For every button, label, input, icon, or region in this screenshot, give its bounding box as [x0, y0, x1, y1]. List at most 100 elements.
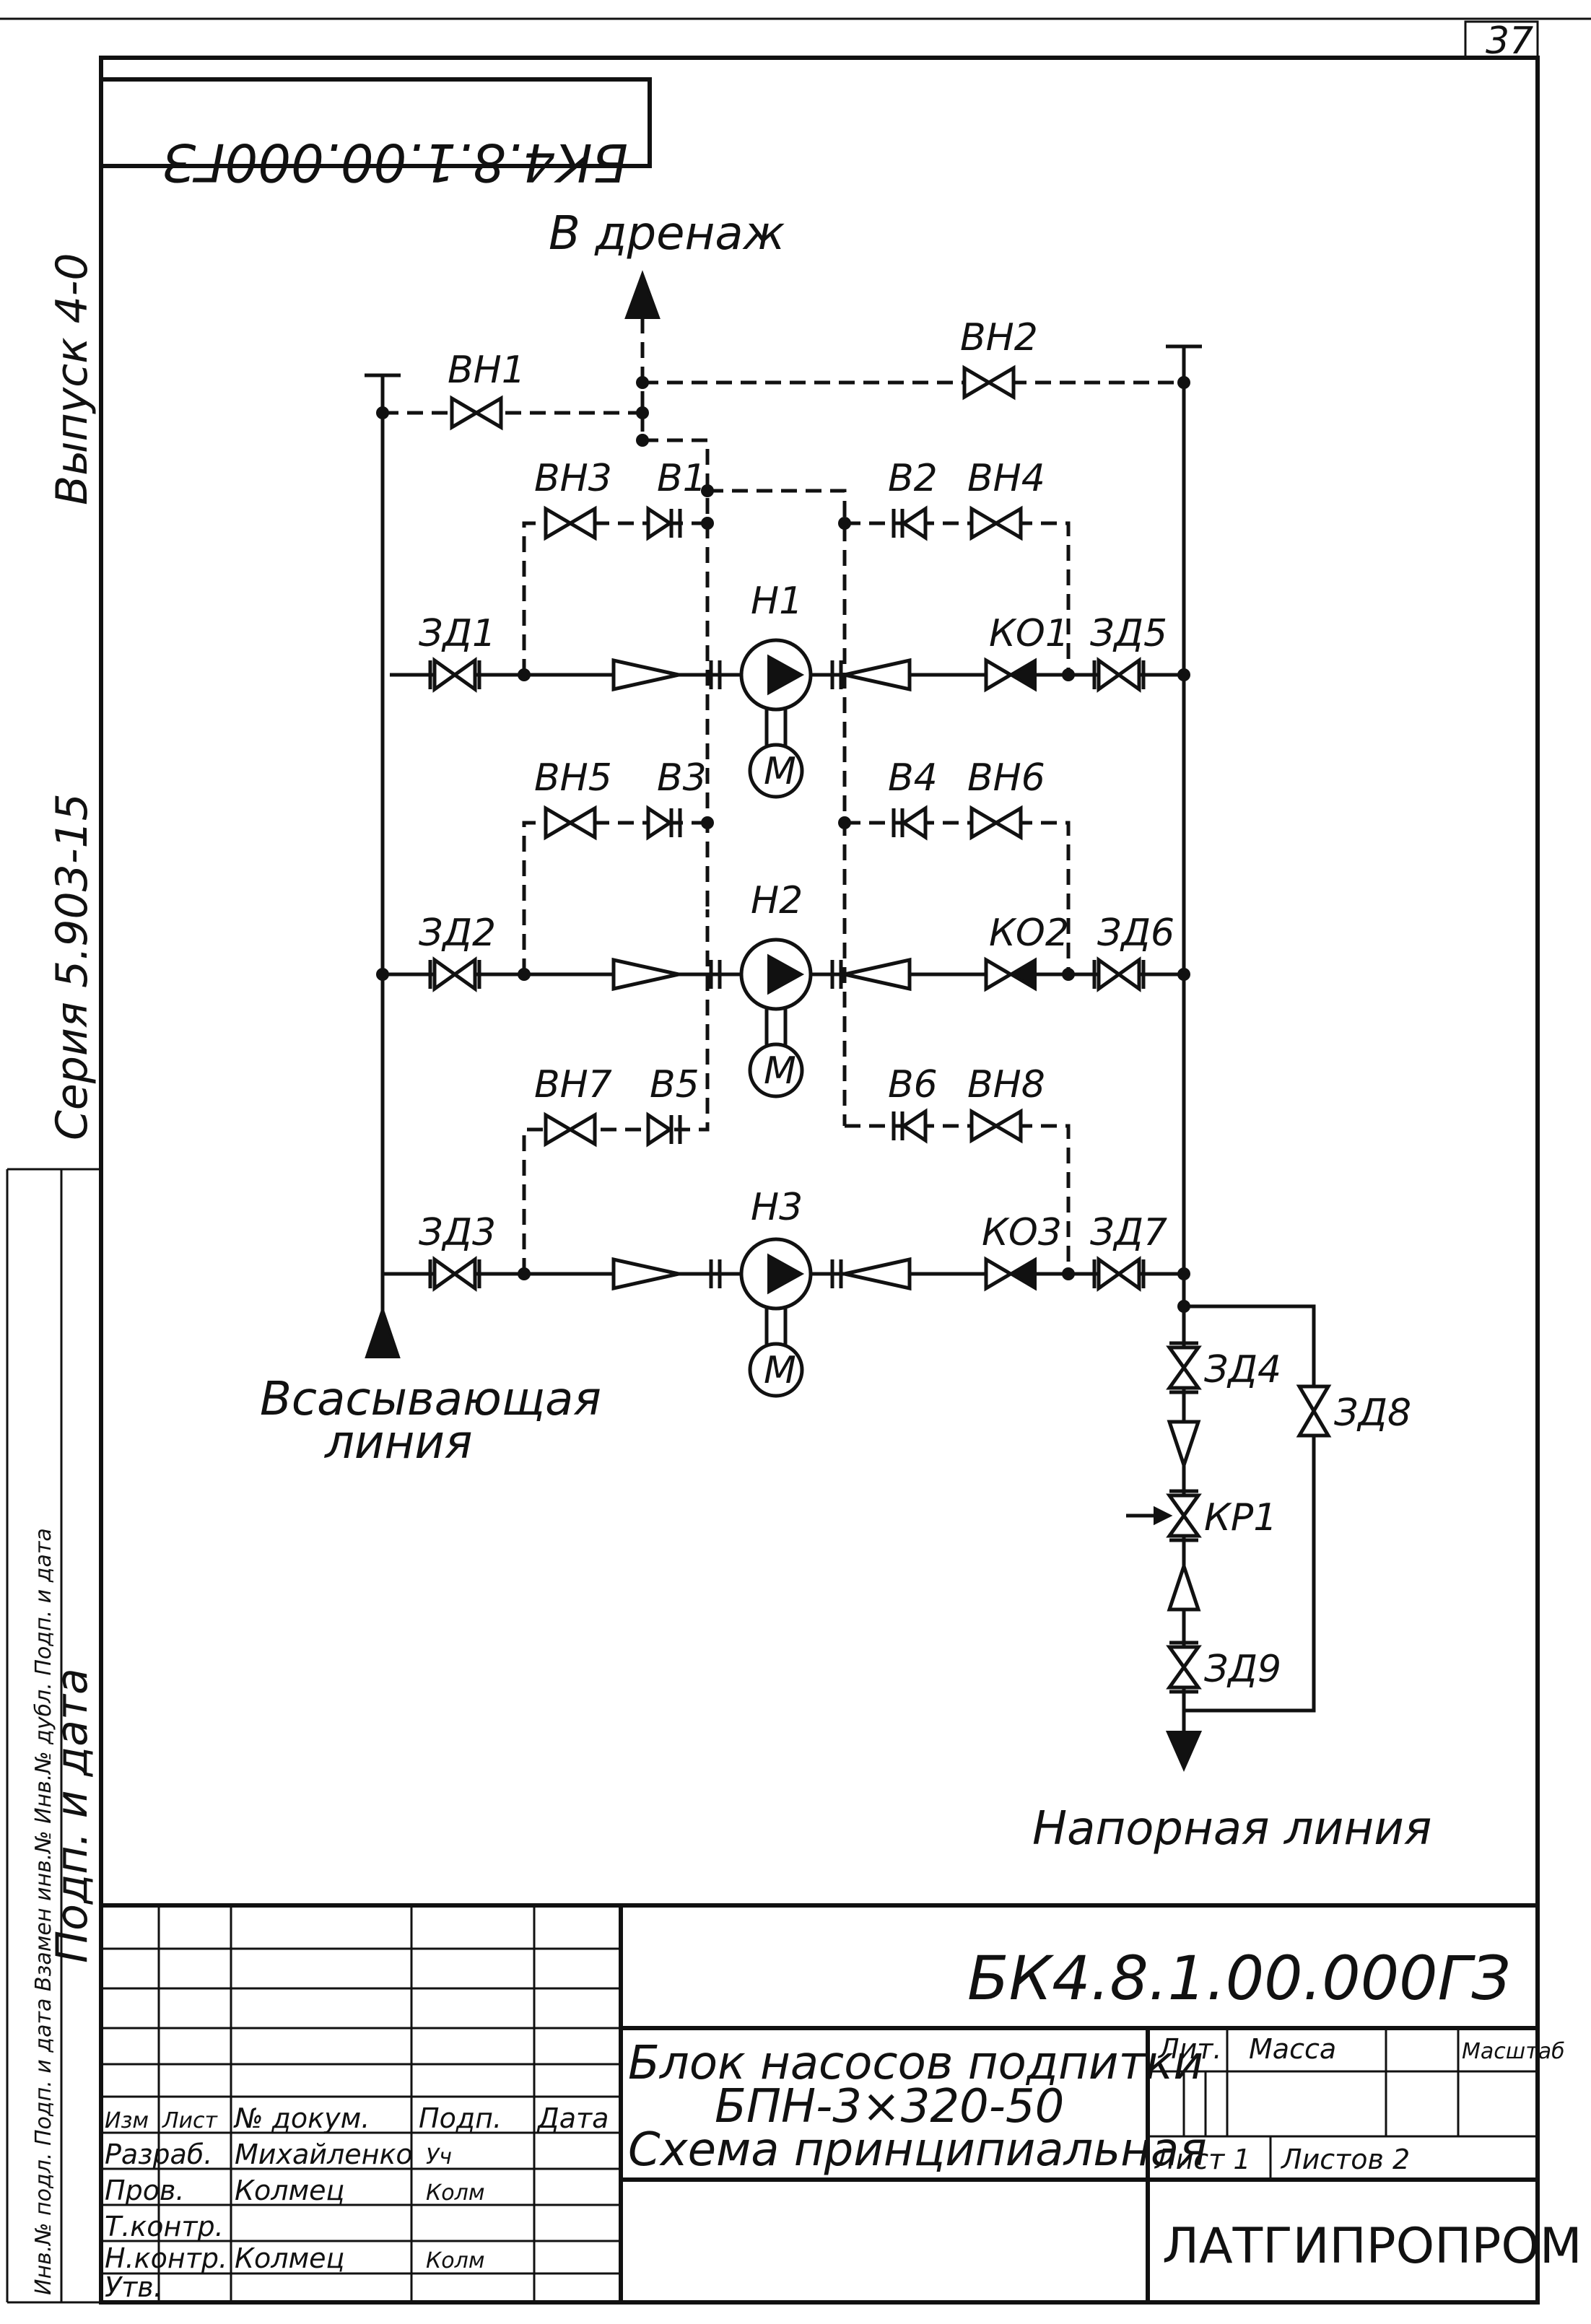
- motor-label: М: [764, 1049, 796, 1093]
- reducer: [611, 957, 679, 992]
- label-vn1: ВН1: [448, 349, 526, 392]
- side-label-issue: Выпуск 4-0: [47, 253, 97, 505]
- designation-rotated-box: [99, 77, 652, 168]
- valve-zd4: [1169, 1343, 1198, 1392]
- motor-label: М: [764, 750, 796, 793]
- motor-icon: [748, 1042, 804, 1098]
- tb-col-list: Лист: [162, 2108, 219, 2133]
- tb-sig-1: Уч: [426, 2144, 452, 2170]
- title-name-3: Схема принципиальная: [628, 2123, 1207, 2177]
- side-label-stamp: Инв.№ подл. Подп. и дата Взамен инв.№ Ин…: [31, 1528, 56, 2295]
- tb-row-prov: Пров.: [105, 2175, 184, 2206]
- valve-vn7: [546, 1115, 595, 1144]
- pump-h3: М: [709, 1237, 843, 1398]
- valve-zd5: [1094, 660, 1143, 689]
- valve-kr1: [1169, 1491, 1198, 1540]
- motor-label: М: [764, 1349, 796, 1392]
- valve-zd8: [1299, 1386, 1328, 1436]
- label-ko3: КО3: [982, 1211, 1062, 1254]
- label-zd4: ЗД4: [1204, 1348, 1281, 1392]
- side-label-podp: Подп. и дата: [47, 1668, 97, 1963]
- valve-zd3: [430, 1259, 479, 1288]
- label-zd9: ЗД9: [1204, 1648, 1281, 1691]
- tb-sig-3: Колм: [426, 2248, 484, 2273]
- title-designation: БК4.8.1.00.000ГЗ: [967, 1943, 1510, 2014]
- label-h3: Н3: [751, 1186, 803, 1229]
- valve-ko2: [986, 960, 1035, 989]
- tb-col-doc: № докум.: [233, 2102, 370, 2134]
- reducer: [611, 658, 679, 692]
- motor-icon: [748, 743, 804, 799]
- valve-vn4: [972, 509, 1021, 538]
- piping: [365, 270, 1316, 1772]
- valve-vn6: [972, 808, 1021, 837]
- tb-masshtab: Масштаб: [1462, 2039, 1565, 2064]
- valve-vn2: [964, 368, 1014, 397]
- sheet-number: 37: [1486, 19, 1533, 63]
- label-v4: В4: [888, 756, 938, 800]
- label-zd2: ЗД2: [419, 912, 496, 955]
- tb-sheets: Листов 2: [1280, 2144, 1410, 2175]
- sheet-number-box: [1464, 20, 1539, 59]
- valve-zd7: [1094, 1259, 1143, 1288]
- tb-org: ЛАТГИПРОПРОМ: [1162, 2218, 1582, 2275]
- label-zd5: ЗД5: [1090, 612, 1167, 655]
- label-vn8: ВН8: [967, 1063, 1045, 1106]
- tb-row-nkontr: Н.контр.: [105, 2242, 227, 2274]
- valve-zd1: [430, 660, 479, 689]
- drain-label: В дренаж: [549, 207, 785, 261]
- label-v3: В3: [657, 756, 707, 800]
- label-v2: В2: [888, 457, 938, 500]
- reducer: [844, 957, 912, 992]
- title-name-1: Блок насосов подпитки: [628, 2037, 1203, 2090]
- outer-frame: [99, 56, 1540, 2305]
- tb-col-data: Дата: [536, 2102, 609, 2134]
- label-zd6: ЗД6: [1097, 912, 1174, 955]
- tb-lit: Лит.: [1157, 2033, 1222, 2065]
- label-kr1: КР1: [1204, 1496, 1277, 1539]
- label-vn3: ВН3: [534, 457, 612, 500]
- tb-sig-2: Колм: [426, 2180, 484, 2206]
- tb-col-podp: Подп.: [419, 2102, 502, 2134]
- tb-col-izm: Изм: [105, 2108, 149, 2133]
- label-vn6: ВН6: [967, 756, 1045, 800]
- valve-vn1: [452, 398, 501, 427]
- label-zd8: ЗД8: [1334, 1392, 1411, 1435]
- valve-zd2: [430, 960, 479, 989]
- label-zd7: ЗД7: [1090, 1211, 1167, 1254]
- drain-arrow: [624, 270, 661, 319]
- label-v5: В5: [650, 1063, 699, 1106]
- tb-row-razrab: Разраб.: [105, 2139, 212, 2170]
- label-vn2: ВН2: [960, 316, 1038, 359]
- label-vn4: ВН4: [967, 457, 1045, 500]
- tb-prov-name: Колмец: [235, 2175, 344, 2206]
- valve-vn5: [546, 808, 595, 837]
- label-ko2: КО2: [989, 912, 1069, 955]
- pump-h2: М: [709, 938, 843, 1098]
- valve-ko3: [986, 1259, 1035, 1288]
- reducer: [611, 1257, 679, 1291]
- pressure-arrow: [1165, 1731, 1203, 1772]
- label-v1: В1: [657, 457, 707, 500]
- valve-ko1: [986, 660, 1035, 689]
- label-vn5: ВН5: [534, 756, 612, 800]
- label-h2: Н2: [751, 879, 803, 922]
- label-ko1: КО1: [989, 612, 1069, 655]
- motor-icon: [748, 1342, 804, 1398]
- suction-arrow: [365, 1305, 401, 1358]
- reducer: [844, 1257, 912, 1291]
- valve-vn3: [546, 509, 595, 538]
- valve-vn8: [972, 1111, 1021, 1140]
- reducer: [1167, 1420, 1201, 1471]
- label-h1: Н1: [751, 580, 803, 623]
- tb-massa: Масса: [1249, 2033, 1336, 2065]
- tb-row-utv: Утв.: [105, 2271, 162, 2303]
- valve-zd6: [1094, 960, 1143, 989]
- side-label-series: Серия 5.903-15: [47, 793, 97, 1140]
- tb-nkontr-name: Колмец: [235, 2242, 344, 2274]
- designation-rotated: БК4.8.1.00.000ГЗ: [162, 132, 628, 193]
- title-block: [101, 1903, 1538, 2302]
- tb-razrab-name: Михайленко: [235, 2139, 413, 2170]
- label-v6: В6: [888, 1063, 938, 1106]
